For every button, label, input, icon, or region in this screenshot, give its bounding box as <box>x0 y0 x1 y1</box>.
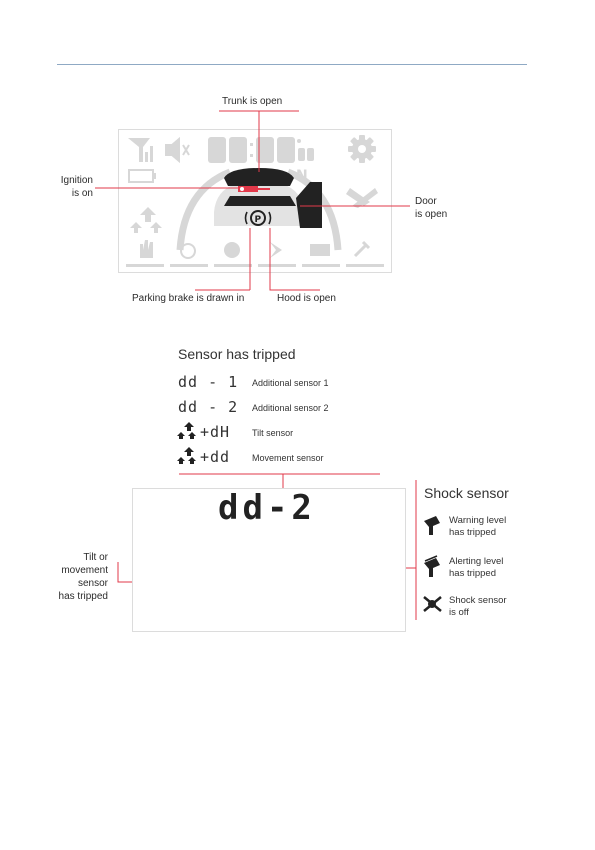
ignition-key-icon <box>238 186 270 192</box>
tilt-movement-icon-dim <box>130 207 162 233</box>
shock-item-1-line1: Warning level <box>449 515 507 526</box>
shock-item-2-line1: Alerting level <box>449 556 504 567</box>
clock-icon <box>224 242 240 258</box>
shock-heading: Shock sensor <box>424 485 509 501</box>
hammer-alert-icon <box>424 555 440 577</box>
sensor-code-4: +dd <box>200 448 231 466</box>
tilt-callout-2: movement <box>61 565 108 576</box>
hand-icon <box>140 240 153 258</box>
tilt-callout-3: sensor <box>77 578 108 589</box>
svg-text:P: P <box>255 215 262 225</box>
shock-sensor-icon-dim <box>346 188 378 208</box>
hammer-warning-icon <box>424 516 440 535</box>
callout-hood: Hood is open <box>277 293 336 304</box>
shock-off-icon <box>423 596 442 612</box>
sensor-label-3: Tilt sensor <box>252 428 294 438</box>
movement-code-icon <box>177 447 196 464</box>
shock-item-3-line1: Shock sensor <box>449 595 507 606</box>
trunk-icon <box>224 168 294 186</box>
parking-brake-icon: P <box>244 210 272 226</box>
alarm-clock-icon <box>180 243 196 259</box>
top-divider <box>57 64 527 65</box>
top-callout-lines <box>95 110 410 291</box>
wrench-icon <box>353 240 371 258</box>
shock-item-2-line2: has tripped <box>449 568 497 579</box>
sensor-heading: Sensor has tripped <box>178 346 296 362</box>
shock-item-1-line2: has tripped <box>449 527 497 538</box>
sensor-label-1: Additional sensor 1 <box>252 378 329 388</box>
sensor-code-1: dd - 1 <box>178 373 239 391</box>
tilt-callout-1: Tilt or <box>83 552 108 563</box>
lcd-active-digits: dd-2 <box>218 488 316 528</box>
callout-parking-brake: Parking brake is drawn in <box>132 293 245 304</box>
shock-item-1: Warning level has tripped <box>449 515 506 539</box>
tilt-code-icon <box>177 422 196 439</box>
door-open-icon <box>296 182 322 228</box>
tachometer-arcs <box>176 168 342 251</box>
callout-door-2: is open <box>415 209 448 220</box>
shock-item-2: Alerting level has tripped <box>449 556 503 580</box>
lcd-top-content: N P <box>126 135 384 267</box>
lcd-display-bottom <box>132 488 406 632</box>
hood-icon <box>224 196 296 206</box>
callout-trunk: Trunk is open <box>222 96 283 107</box>
bottom-row-icons-top <box>140 240 371 259</box>
sensor-label-4: Movement sensor <box>252 453 324 463</box>
dimmed-digits <box>208 137 314 163</box>
spark-icon <box>270 242 282 258</box>
callout-door-1: Door <box>415 196 437 207</box>
tilt-callout-4: has tripped <box>58 591 108 602</box>
speaker-muted-icon <box>165 136 190 164</box>
shock-item-3-line2: is off <box>449 607 469 618</box>
sensor-code-2: dd - 2 <box>178 398 239 416</box>
battery-icon <box>128 169 156 183</box>
sensor-label-2: Additional sensor 2 <box>252 403 329 413</box>
battery-plus-icon <box>310 244 330 256</box>
gear-letter: N <box>296 168 308 184</box>
sensor-code-3: +dH <box>200 423 231 441</box>
shock-item-3: Shock sensor is off <box>449 595 507 619</box>
gear-icon <box>348 135 376 163</box>
callout-ignition-2: is on <box>71 188 93 199</box>
lcd-underlines-top <box>126 264 384 267</box>
signal-icon <box>128 138 153 162</box>
callout-ignition-1: Ignition <box>60 175 93 186</box>
